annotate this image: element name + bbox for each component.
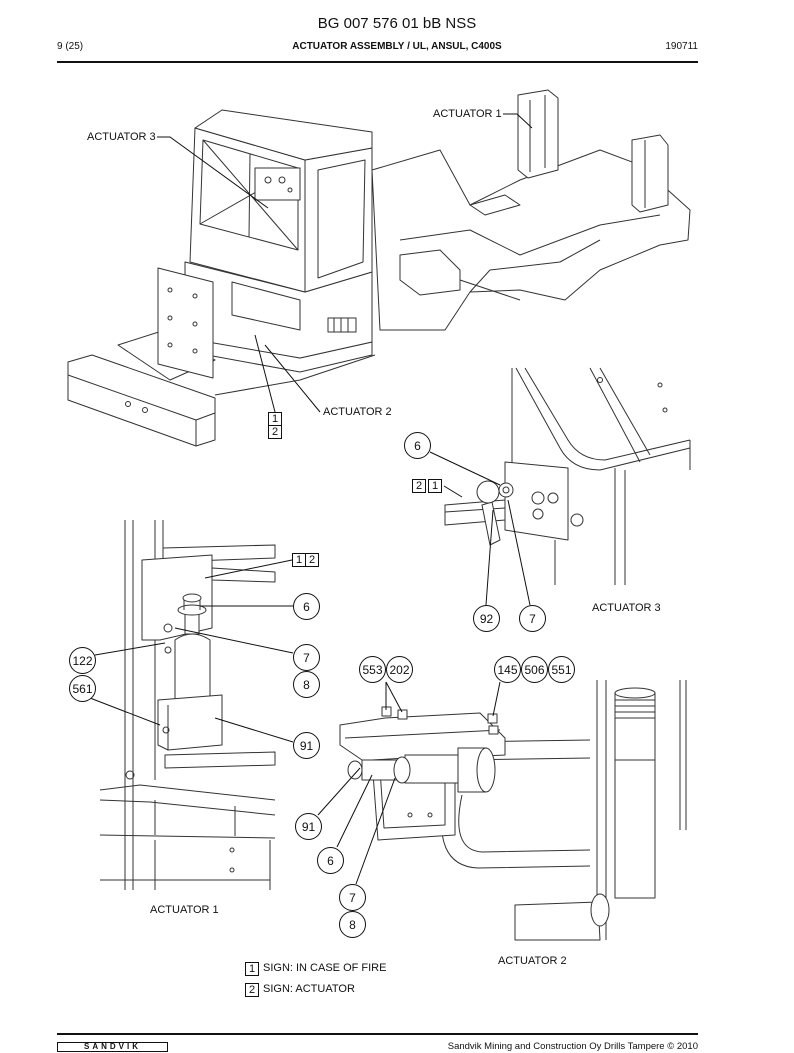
- part-callout: 8: [293, 671, 320, 698]
- view-label-actuator-3-detail: ACTUATOR 3: [591, 602, 662, 614]
- part-callout: 8: [339, 911, 366, 938]
- view-label-actuator-3-top: ACTUATOR 3: [86, 131, 157, 143]
- sign-marker: 2: [412, 479, 426, 493]
- actuator-3-detail-drawing: [444, 367, 691, 585]
- actuator-2-detail-drawing: [339, 680, 687, 941]
- legend-sign-text: SIGN: ACTUATOR: [263, 983, 355, 995]
- part-callout: 553: [359, 656, 386, 683]
- part-callout: 92: [473, 605, 500, 632]
- part-callout: 6: [404, 432, 431, 459]
- machine-overview-drawing: [67, 89, 691, 447]
- part-callout: 6: [317, 847, 344, 874]
- part-callout: 145: [494, 656, 521, 683]
- part-callout: 91: [295, 813, 322, 840]
- part-callout: 506: [521, 656, 548, 683]
- document-date: 190711: [665, 41, 698, 52]
- legend-sign-number: 1: [245, 962, 259, 976]
- actuator-1-detail-drawing: [99, 520, 276, 890]
- view-label-actuator-2-detail: ACTUATOR 2: [497, 955, 568, 967]
- part-callout: 6: [293, 593, 320, 620]
- header-divider: [57, 61, 698, 63]
- sign-marker: 2: [305, 553, 319, 567]
- part-callout: 7: [519, 605, 546, 632]
- part-callout: 7: [293, 644, 320, 671]
- sign-marker: 2: [268, 425, 282, 439]
- sign-marker: 1: [292, 553, 306, 567]
- part-callout: 7: [339, 884, 366, 911]
- page-number: 9 (25): [57, 41, 84, 52]
- leader-lines: [89, 113, 533, 885]
- sign-marker: 1: [428, 479, 442, 493]
- page-title: ACTUATOR ASSEMBLY / UL, ANSUL, C400S: [292, 41, 502, 52]
- part-callout: 122: [69, 647, 96, 674]
- company-logo: SANDVIK: [57, 1042, 168, 1052]
- view-label-actuator-1-detail: ACTUATOR 1: [149, 904, 220, 916]
- part-callout: 202: [386, 656, 413, 683]
- legend-sign-text: SIGN: IN CASE OF FIRE: [263, 962, 387, 974]
- part-callout: 91: [293, 732, 320, 759]
- sign-marker: 1: [268, 412, 282, 426]
- legend-sign-number: 2: [245, 983, 259, 997]
- part-callout: 551: [548, 656, 575, 683]
- part-callout: 561: [69, 675, 96, 702]
- view-label-actuator-1-top: ACTUATOR 1: [432, 108, 503, 120]
- view-label-actuator-2-top: ACTUATOR 2: [322, 406, 393, 418]
- document-number: BG 007 576 01 bB NSS: [317, 15, 477, 32]
- copyright-notice: Sandvik Mining and Construction Oy Drill…: [447, 1041, 698, 1052]
- footer-divider: [57, 1033, 698, 1035]
